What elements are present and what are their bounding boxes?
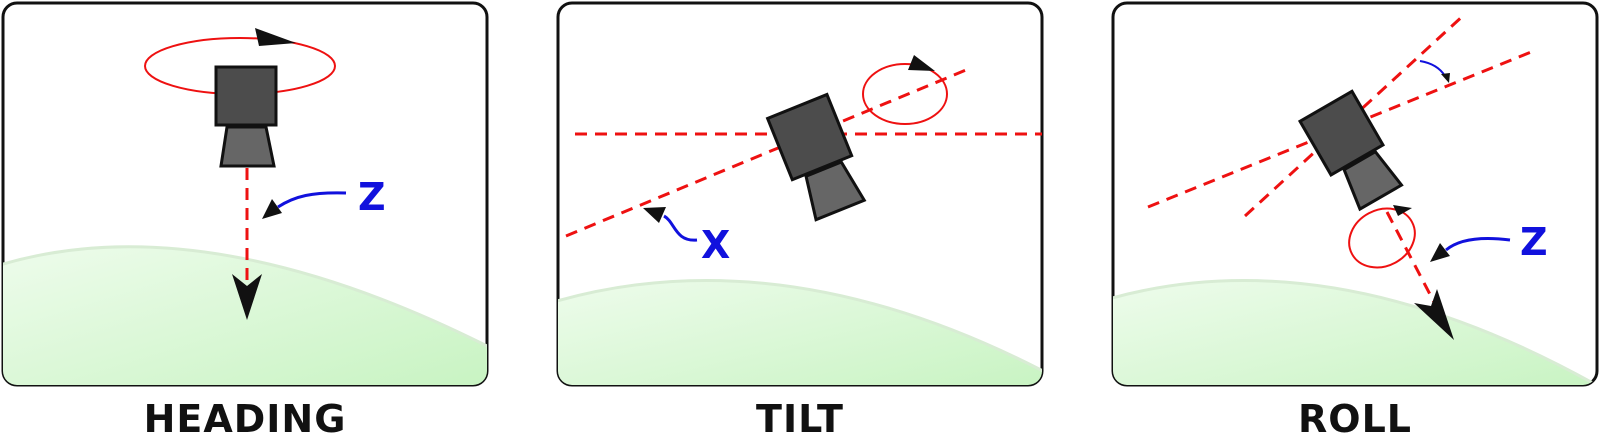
panel-heading: Z HEADING bbox=[1, 1, 489, 435]
roll-angle-arrowhead bbox=[1441, 73, 1450, 83]
axis-pointer-arrowhead bbox=[1430, 243, 1450, 262]
camera bbox=[765, 92, 867, 222]
panel-caption: ROLL bbox=[1298, 397, 1412, 435]
ground-hill bbox=[558, 278, 1042, 385]
axis-label: Z bbox=[1520, 220, 1548, 264]
panel-roll: Z ROLL bbox=[1111, 1, 1599, 435]
ground-hill bbox=[3, 245, 487, 385]
axis-pointer-curve bbox=[663, 214, 698, 242]
z-axis-arrowhead bbox=[1414, 289, 1454, 340]
axis-label: X bbox=[701, 223, 730, 267]
camera-body bbox=[1297, 89, 1386, 178]
camera-lens bbox=[1342, 149, 1404, 212]
camera-body bbox=[765, 92, 854, 182]
panel-tilt: X TILT bbox=[556, 1, 1044, 435]
axis-pointer-curve bbox=[277, 191, 347, 209]
camera-body bbox=[214, 65, 278, 127]
heading-rotation-arrowhead bbox=[255, 28, 296, 46]
ground-hill bbox=[1113, 279, 1597, 385]
camera bbox=[1297, 89, 1404, 212]
roll-rotation-arrowhead bbox=[1393, 205, 1412, 216]
axis-label: Z bbox=[358, 175, 386, 219]
z-axis-arrowhead bbox=[232, 274, 262, 320]
roll-rotation-ellipse bbox=[1348, 207, 1416, 269]
camera-lens bbox=[804, 160, 867, 222]
panel-caption: HEADING bbox=[144, 397, 347, 435]
axis-pointer-curve bbox=[1445, 236, 1511, 252]
panel-caption: TILT bbox=[756, 397, 844, 435]
tilt-rotation-arrowhead bbox=[908, 55, 935, 71]
axis-pointer-arrowhead bbox=[262, 199, 282, 219]
tilt-rotation-ellipse bbox=[862, 63, 948, 125]
z-axis-line bbox=[1385, 211, 1436, 303]
x-axis-line bbox=[565, 68, 967, 238]
camera-lens bbox=[219, 125, 276, 168]
axis-pointer-arrowhead bbox=[643, 207, 666, 223]
